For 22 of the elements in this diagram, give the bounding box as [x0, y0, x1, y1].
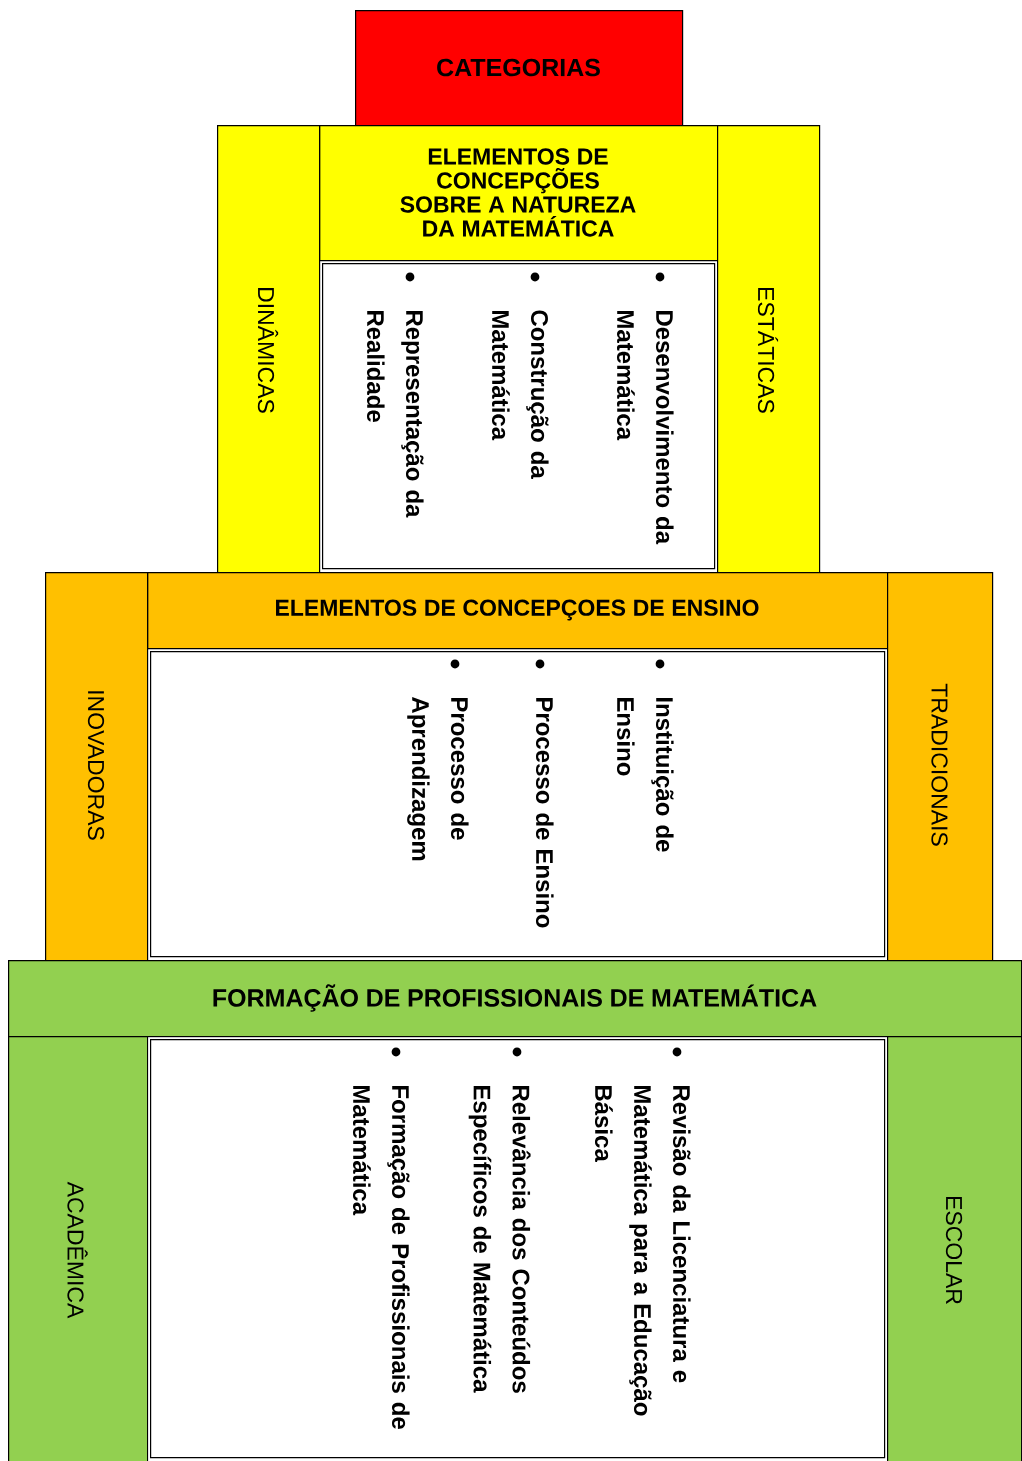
header-band: FORMAÇÃO DE PROFISSIONAIS DE MATEMÁTICA: [8, 960, 1022, 1038]
header-band: ELEMENTOS DE CONCEPÇOES DE ENSINO: [147, 572, 889, 650]
bullet-item: Processo de Aprendizagem: [407, 659, 469, 861]
bullet-item: Relevância dos Conteúdos Específicos de Matemática: [468, 1047, 531, 1393]
pillar-box: ESTÁTICAS: [717, 125, 821, 574]
bullet-item: Formação de Profissionais de Matemática: [353, 1047, 410, 1429]
bullet-item: Instituição de Ensino: [617, 659, 674, 852]
pillar-box: INOVADORAS: [45, 572, 149, 962]
pillar-box: ACADÊMICA: [8, 1036, 149, 1461]
pillar-box: TRADICIONAIS: [887, 572, 994, 962]
bullet-item: Revisão da Licenciatura e Matemática para a Educação Básica: [595, 1047, 691, 1416]
list-panel: [322, 263, 716, 570]
bullet-item: Desenvolvimento da Matemática: [617, 272, 674, 545]
bullet-item: Construção da Matemática: [492, 272, 549, 479]
pillar-box: ESCOLAR: [887, 1036, 1022, 1461]
list-panel: [150, 1039, 886, 1459]
bullet-item: Processo de Ensino: [535, 659, 554, 928]
title-box: CATEGORIAS: [355, 10, 684, 127]
header-band: ELEMENTOS DE CONCEPÇÕES SOBRE A NATUREZA DA MATEMÁTICA: [319, 125, 719, 262]
list-panel: [150, 651, 886, 958]
bullet-item: Representação da Realidade: [367, 272, 424, 518]
pillar-box: DINÂMICAS: [217, 125, 321, 574]
